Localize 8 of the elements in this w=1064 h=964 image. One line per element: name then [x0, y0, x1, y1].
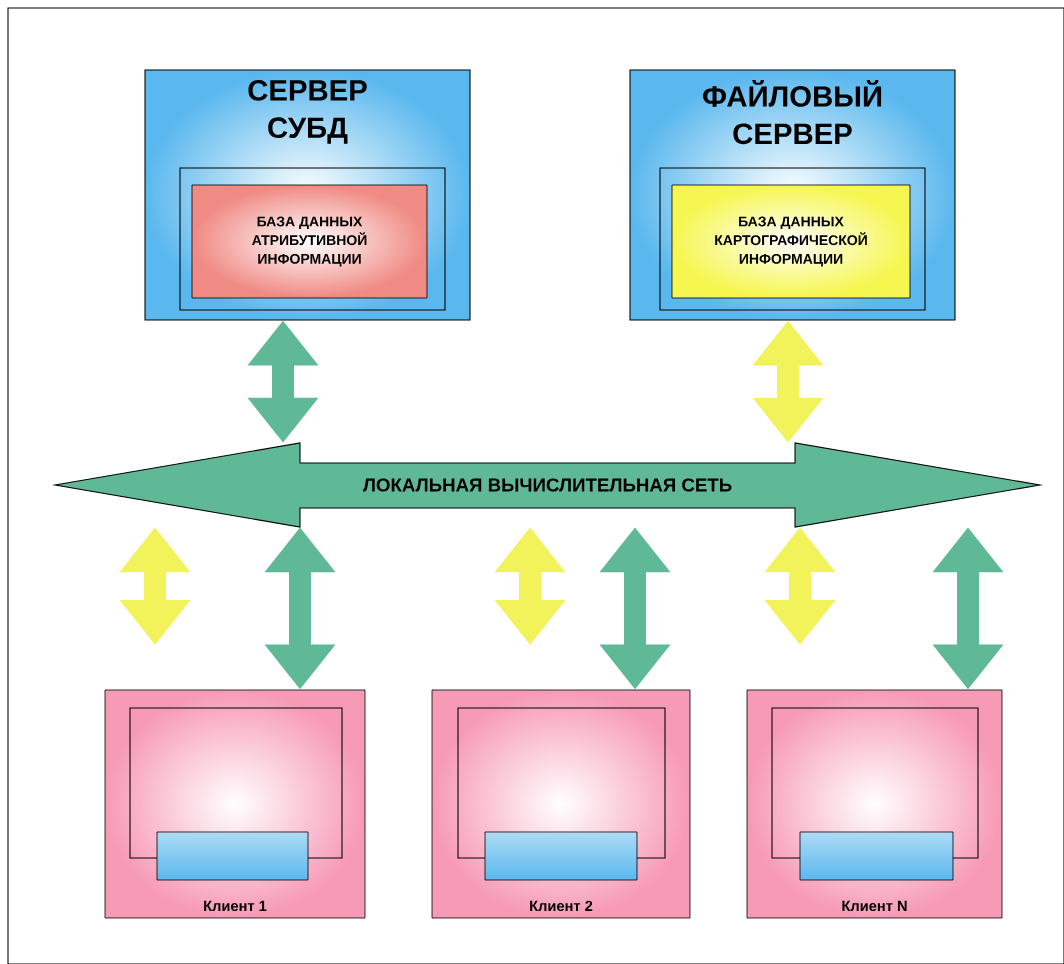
- blank-box: [799, 831, 954, 881]
- client-box: Клиент N: [746, 689, 1003, 919]
- client-box: Клиент 2: [431, 689, 691, 919]
- blank-box: [156, 831, 309, 881]
- database-box: БАЗА ДАННЫХ АТРИБУТИВНОЙ ИНФОРМАЦИИ: [191, 184, 428, 299]
- database-box: БАЗА ДАННЫХ КАРТОГРАФИЧЕСКОЙ ИНФОРМАЦИИ: [671, 184, 911, 299]
- blank-box: [484, 831, 638, 881]
- client-box: Клиент 1: [104, 689, 366, 919]
